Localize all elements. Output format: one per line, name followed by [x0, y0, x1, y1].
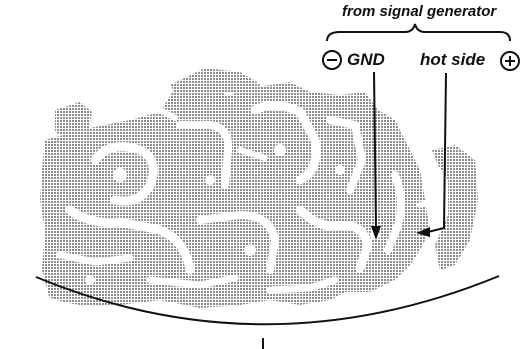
board-edge-curve [35, 275, 500, 326]
signal-source-label: from signal generator [342, 3, 497, 20]
hot-side-lead [416, 72, 447, 237]
copper-area-right-trace [432, 145, 478, 270]
plus-terminal-icon [500, 51, 520, 71]
copper-area-top-trace [170, 68, 260, 100]
pcb-board [40, 68, 478, 308]
copper-area-main [40, 82, 430, 308]
label-brace [326, 23, 511, 42]
arrow-head-icon [371, 226, 381, 240]
copper-area-left-pad [55, 102, 92, 140]
hot-side-label: hot side [420, 50, 486, 69]
etched-channels [56, 101, 443, 294]
gnd-label: GND [347, 50, 385, 69]
gnd-lead [371, 71, 381, 240]
arrow-head-icon [416, 227, 430, 237]
minus-terminal-icon [322, 50, 342, 70]
mounting-holes [85, 144, 380, 285]
